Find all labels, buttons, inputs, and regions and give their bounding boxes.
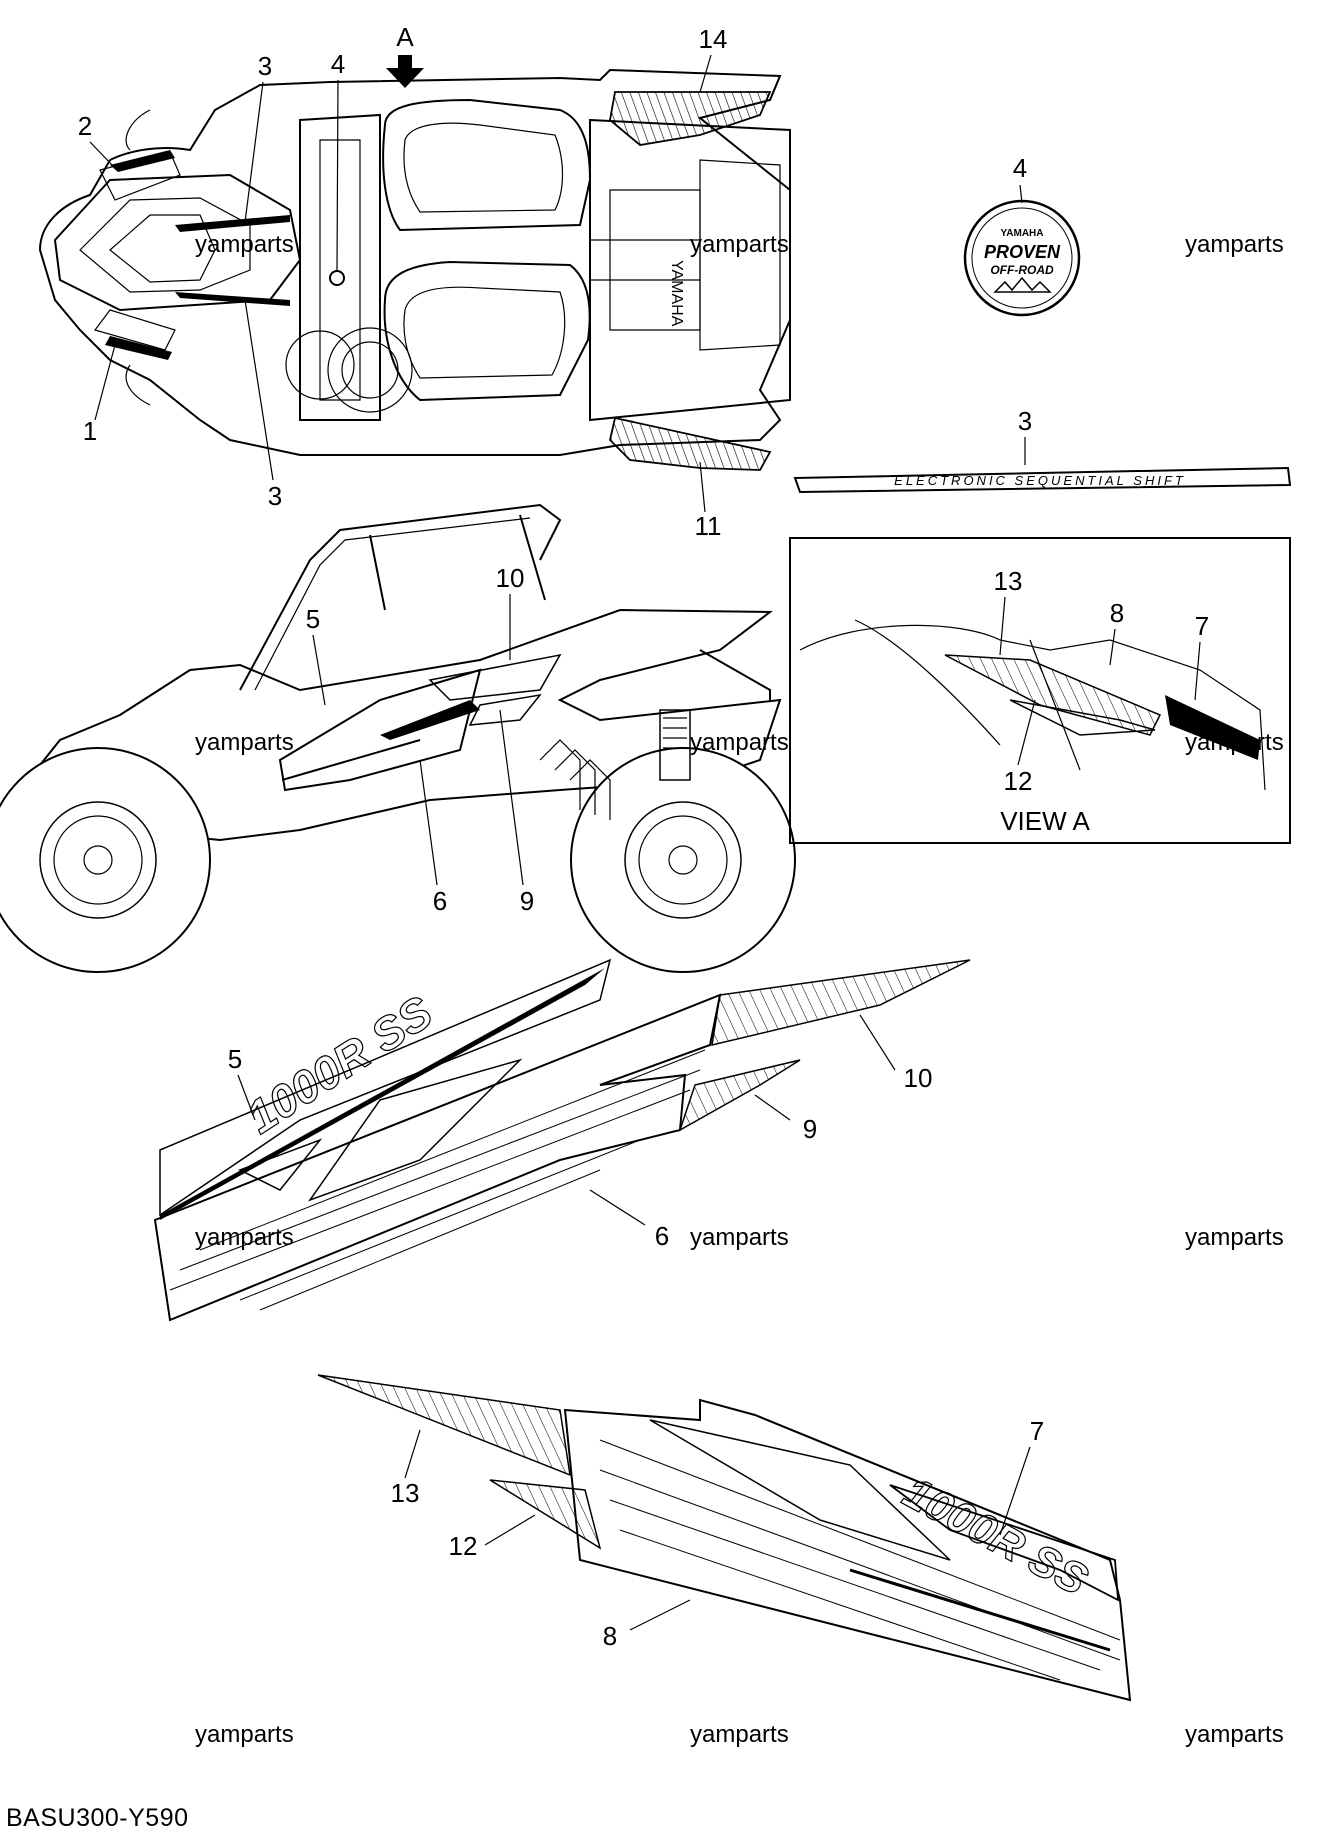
callout-5-decal: 5 [228,1044,242,1074]
view-a-caption: VIEW A [1000,806,1090,836]
watermark: yamparts [1185,231,1284,258]
watermark: yamparts [690,1224,789,1251]
callout-9-side: 9 [520,886,534,916]
callout-4-top: 4 [331,49,345,79]
view-a-detail: 13 8 7 12 VIEW A [789,537,1291,844]
callout-7-view-a: 7 [1195,611,1209,641]
callout-1: 1 [83,416,97,446]
callout-3-top: 3 [258,51,272,81]
callout-6-decal: 6 [655,1221,669,1251]
watermark: yamparts [690,1721,789,1748]
top-view-vehicle: YAMAHA [38,68,791,471]
svg-text:YAMAHA: YAMAHA [668,260,685,327]
drawing-code: BASU300-Y590 [6,1804,189,1832]
right-side-decals: 1000R SS 13 12 8 7 [317,1374,1132,1702]
watermark: yamparts [195,729,294,756]
callout-2: 2 [78,111,92,141]
callout-3-bottom: 3 [268,481,282,511]
watermark: yamparts [1185,1224,1284,1251]
watermark: yamparts [1185,729,1284,756]
callout-8-view-a: 8 [1110,598,1124,628]
callout-9-decal: 9 [803,1114,817,1144]
callout-3-shift: 3 [1018,406,1032,436]
callout-6-side: 6 [433,886,447,916]
callout-8-decal: 8 [603,1621,617,1651]
emblem-brand: YAMAHA [1001,228,1044,239]
side-view-vehicle [0,503,796,973]
view-a-arrow: A [386,22,424,88]
callout-13-view-a: 13 [994,566,1023,596]
emblem-line-2: OFF-ROAD [990,263,1054,277]
top-callouts: 2 3 4 14 1 3 11 [78,24,728,541]
callout-12-decal: 12 [449,1531,478,1561]
callout-5-side: 5 [306,604,320,634]
callout-4-emblem: 4 [1013,153,1027,183]
side-callouts: 5 10 6 9 [306,563,534,916]
shift-decal-text: ELECTRONIC SEQUENTIAL SHIFT [894,473,1186,488]
watermark: yamparts [195,1224,294,1251]
proven-offroad-emblem: 4 YAMAHA PROVEN OFF-ROAD [963,153,1081,317]
view-a-marker: A [396,22,414,52]
callout-13-decal: 13 [391,1478,420,1508]
left-side-decals: 1000R SS 5 10 9 6 [153,958,971,1322]
watermark: yamparts [690,729,789,756]
watermark: yamparts [195,231,294,258]
callout-14: 14 [699,24,728,54]
callout-11: 11 [695,511,722,541]
emblem-line-1: PROVEN [984,242,1061,262]
watermark: yamparts [1185,1721,1284,1748]
callout-12-view-a: 12 [1004,766,1033,796]
callout-10-decal: 10 [904,1063,933,1093]
watermark: yamparts [690,231,789,258]
callout-7-decal: 7 [1030,1416,1044,1446]
electronic-sequential-shift-decal: 3 ELECTRONIC SEQUENTIAL SHIFT [793,406,1292,494]
watermark: yamparts [195,1721,294,1748]
watermarks: yamparts yamparts yamparts yamparts yamp… [195,231,1284,1748]
callout-10-side: 10 [496,563,525,593]
